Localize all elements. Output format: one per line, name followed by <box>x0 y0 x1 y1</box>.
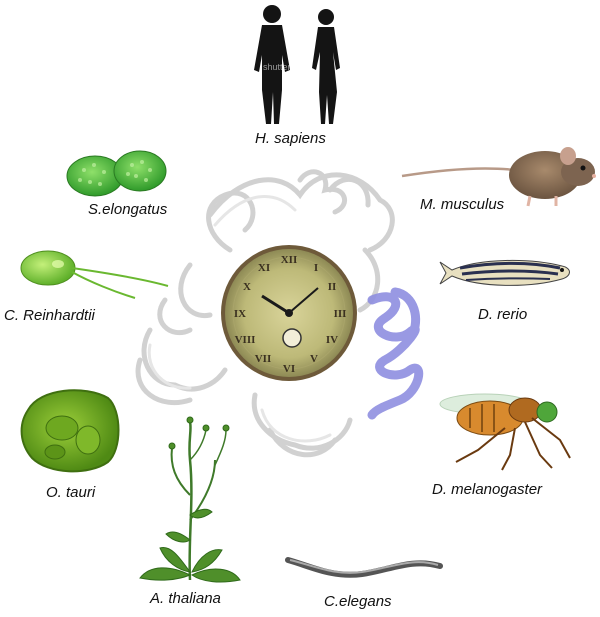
svg-text:VII: VII <box>255 353 272 365</box>
label-c-reinhardtii: C. Reinhardtii <box>4 307 95 324</box>
mouse-icon <box>401 147 596 207</box>
svg-text:XI: XI <box>258 262 270 274</box>
human-silhouette-icon <box>254 5 340 124</box>
protein-highlight-helix <box>367 287 424 420</box>
svg-text:II: II <box>328 281 337 293</box>
svg-text:X: X <box>243 281 251 293</box>
nematode-icon <box>285 557 443 578</box>
label-h-sapiens: H. sapiens <box>255 130 326 147</box>
svg-text:XII: XII <box>281 254 298 266</box>
svg-text:III: III <box>334 308 347 320</box>
arabidopsis-plant-icon <box>139 416 241 583</box>
label-d-rerio: D. rerio <box>478 306 528 323</box>
label-a-thaliana: A. thaliana <box>150 590 221 607</box>
label-m-musculus: M. musculus <box>420 196 505 213</box>
zebrafish-icon <box>439 259 570 286</box>
label-c-elegans: C.elegans <box>324 593 392 610</box>
svg-text:V: V <box>310 353 318 365</box>
svg-text:IX: IX <box>234 308 246 320</box>
fruit-fly-icon <box>439 393 571 471</box>
svg-text:IV: IV <box>326 334 338 346</box>
label-o-tauri: O. tauri <box>46 484 96 501</box>
svg-text:I: I <box>314 262 318 274</box>
svg-text:VIII: VIII <box>235 334 256 346</box>
clock-icon: XII I II III IV V VI VII VIII IX X XI <box>221 245 357 381</box>
ostreococcus-icon <box>20 389 120 473</box>
label-d-melanogaster: D. melanogaster <box>432 481 543 498</box>
svg-text:VI: VI <box>283 363 295 375</box>
chlamydomonas-icon <box>20 250 169 299</box>
cyanobacteria-icon <box>66 150 167 197</box>
protein-ribbon-icon <box>135 169 395 458</box>
label-s-elongatus: S.elongatus <box>88 201 168 218</box>
watermark-text: shutterstock <box>263 62 312 72</box>
